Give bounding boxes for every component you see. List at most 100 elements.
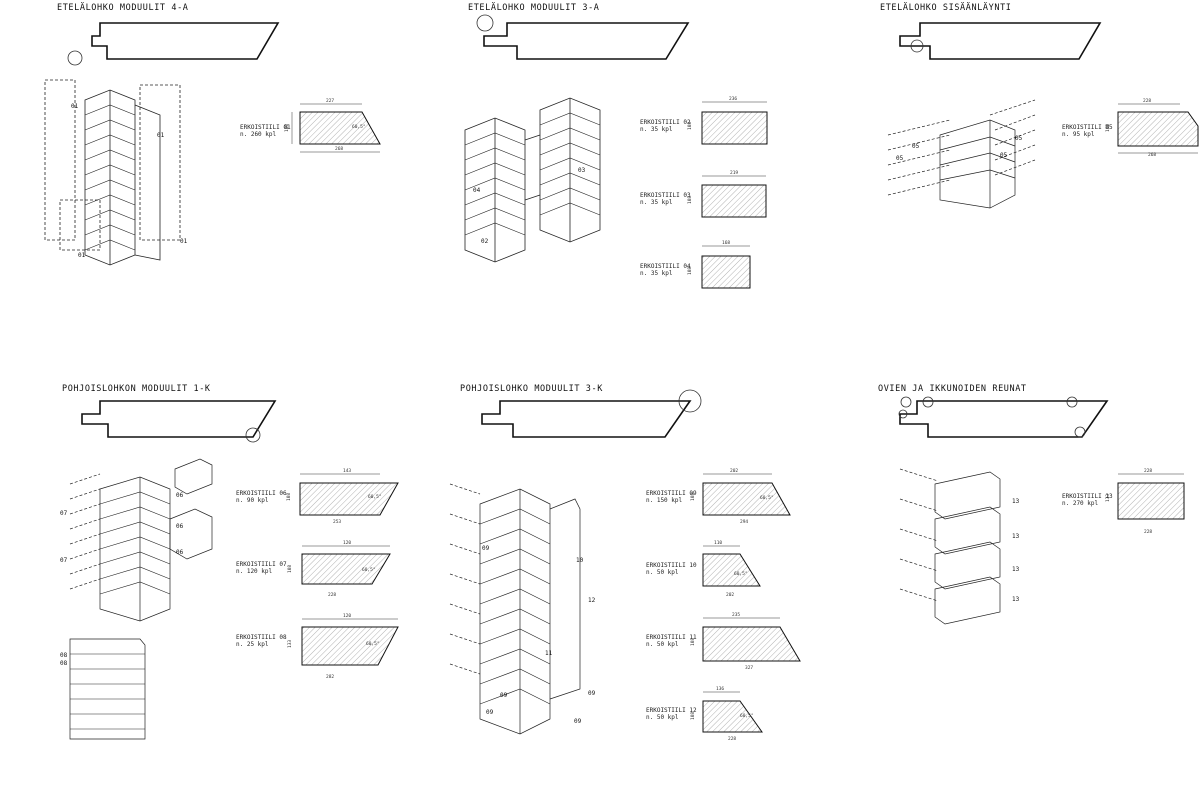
profile-erkoistiili-01: ERKOISTIILI 01 n. 260 kpl 227 108 60,5° … [240, 98, 381, 153]
panel-title: POHJOISLOHKON MODUULIT 1-K [62, 384, 211, 394]
tag-06: 06 [176, 549, 184, 556]
panel-pohjoislohkon-1k: POHJOISLOHKON MODUULIT 1-K [0, 384, 400, 798]
panel-drawing: 07 07 06 06 06 08 08 ERKOISTIILI 06 n. 9… [60, 400, 399, 740]
profile-top-dim: 136 [716, 686, 724, 692]
profile-side-dim: 108 [287, 565, 293, 573]
profile-side-dim: 108 [687, 267, 693, 275]
brick-stack [44, 79, 181, 266]
profile-shape [701, 255, 751, 289]
profile-erkoistiili-04: ERKOISTIILI 04 n. 35 kpl 168 108 [640, 240, 751, 289]
profile-count: n. 35 kpl [640, 126, 673, 133]
panel-ovien-ja-ikkunoiden: OVIEN JA IKKUNOIDEN REUNAT 13 13 13 13 E [800, 384, 1200, 798]
profile-top-dim: 202 [730, 468, 738, 474]
profile-shape [701, 111, 768, 145]
profile-angle: 60,5° [368, 494, 382, 500]
profile-count: n. 260 kpl [240, 131, 277, 138]
profile-count: n. 25 kpl [236, 641, 269, 648]
profile-shape [702, 700, 763, 733]
profile-shape [299, 111, 381, 145]
tag-03: 03 [578, 167, 586, 174]
brick-tags: 04 02 03 [473, 167, 586, 245]
tag-05: 05 [896, 155, 904, 162]
profile-label: ERKOISTIILI 02 [640, 119, 691, 126]
tag-09: 09 [486, 709, 494, 716]
tag-13: 13 [1012, 498, 1020, 505]
profile-bottom-dim: 202 [726, 592, 734, 598]
profile-label: ERKOISTIILI 11 [646, 634, 697, 641]
profile-shape [701, 184, 767, 218]
profile-bottom-dim: 294 [740, 519, 748, 525]
tag-11: 11 [545, 650, 553, 657]
profile-shape [1117, 111, 1199, 147]
profile-top-dim: 236 [729, 96, 737, 102]
profile-side-dim: 108 [687, 122, 693, 130]
tag-04: 04 [473, 187, 481, 194]
profile-bottom-dim: 268 [1148, 152, 1156, 158]
profile-label: ERKOISTIILI 10 [646, 562, 697, 569]
profile-count: n. 150 kpl [646, 497, 683, 504]
plan-marker-circle [476, 14, 494, 32]
brick-tags: 13 13 13 13 [1012, 498, 1020, 603]
profile-side-dim: 108 [690, 493, 696, 501]
profile-label: ERKOISTIILI 08 [236, 634, 287, 641]
plan-marker-circle [1066, 396, 1078, 408]
profile-shape [702, 482, 791, 516]
profile-erkoistiili-13: ERKOISTIILI 13 n. 270 kpl 228 133 228 [1062, 468, 1185, 535]
brick-tags: 05 05 05 05 [896, 135, 1023, 162]
profile-bottom-dim: 253 [333, 519, 341, 525]
tag-01: 01 [157, 132, 165, 139]
profile-erkoistiili-10: ERKOISTIILI 10 n. 50 kpl 110 60,5° 202 [646, 540, 761, 598]
plan-outline [899, 400, 1109, 438]
brick-stack [449, 483, 581, 735]
profile-count: n. 50 kpl [646, 714, 679, 721]
profile-bottom-dim: 228 [728, 736, 736, 742]
tag-05: 05 [1015, 135, 1023, 142]
profile-top-dim: 120 [343, 613, 351, 619]
tag-07: 07 [60, 557, 68, 564]
profile-side-dim: 108 [286, 493, 292, 501]
profile-count: n. 50 kpl [646, 641, 679, 648]
brick-stack [887, 99, 1036, 209]
brick-tags: 07 07 06 06 06 08 08 [60, 492, 184, 667]
plan-marker-circle [67, 50, 83, 66]
profile-label: ERKOISTIILI 04 [640, 263, 691, 270]
profile-top-dim: 228 [1143, 98, 1151, 104]
profile-top-dim: 219 [730, 170, 738, 176]
profile-side-dim: 133 [1105, 494, 1111, 502]
profile-erkoistiili-07: ERKOISTIILI 07 n. 120 kpl 120 108 60,5° … [236, 540, 391, 598]
profile-erkoistiili-05: ERKOISTIILI 05 n. 95 kpl 228 108 268 [1062, 98, 1199, 158]
plan-marker-circle [898, 409, 908, 419]
panel-drawing: 01 01 01 01 ERKOISTIILI 01 n. 260 kpl 22… [44, 22, 381, 266]
profile-bottom-dim: 327 [745, 665, 753, 671]
profile-erkoistiili-09: ERKOISTIILI 09 n. 150 kpl 202 108 60,5° … [646, 468, 791, 525]
tag-01: 01 [180, 238, 188, 245]
profile-label: ERKOISTIILI 12 [646, 707, 697, 714]
tag-05: 05 [1000, 152, 1008, 159]
profile-label: ERKOISTIILI 09 [646, 490, 697, 497]
profile-angle: 60,5° [734, 571, 748, 577]
profile-side-dim: 108 [284, 124, 290, 132]
profile-label: ERKOISTIILI 05 [1062, 124, 1113, 131]
profile-shape [301, 626, 399, 666]
tag-09: 09 [482, 545, 490, 552]
profile-shape [702, 553, 761, 587]
tag-08: 08 [60, 652, 68, 659]
brick-tags: 01 01 01 01 [71, 103, 188, 259]
tag-10: 10 [576, 557, 584, 564]
profile-side-dim: 108 [690, 712, 696, 720]
profile-label: ERKOISTIILI 03 [640, 192, 691, 199]
profile-erkoistiili-06: ERKOISTIILI 06 n. 90 kpl 143 108 60,5° 2… [236, 468, 399, 525]
profile-count: n. 50 kpl [646, 569, 679, 576]
tag-08: 08 [60, 660, 68, 667]
tag-09: 09 [588, 690, 596, 697]
profile-count: n. 90 kpl [236, 497, 269, 504]
profile-top-dim: 120 [343, 540, 351, 546]
panel-etelalohko-4a: ETELÄLOHKO MODUULIT 4-A [0, 0, 400, 399]
profile-top-dim: 228 [1144, 468, 1152, 474]
tag-06: 06 [176, 523, 184, 530]
plan-outline [899, 22, 1102, 60]
profile-shape [702, 626, 801, 662]
plan-outline [81, 400, 277, 438]
profile-top-dim: 235 [732, 612, 740, 618]
profile-count: n. 35 kpl [640, 270, 673, 277]
